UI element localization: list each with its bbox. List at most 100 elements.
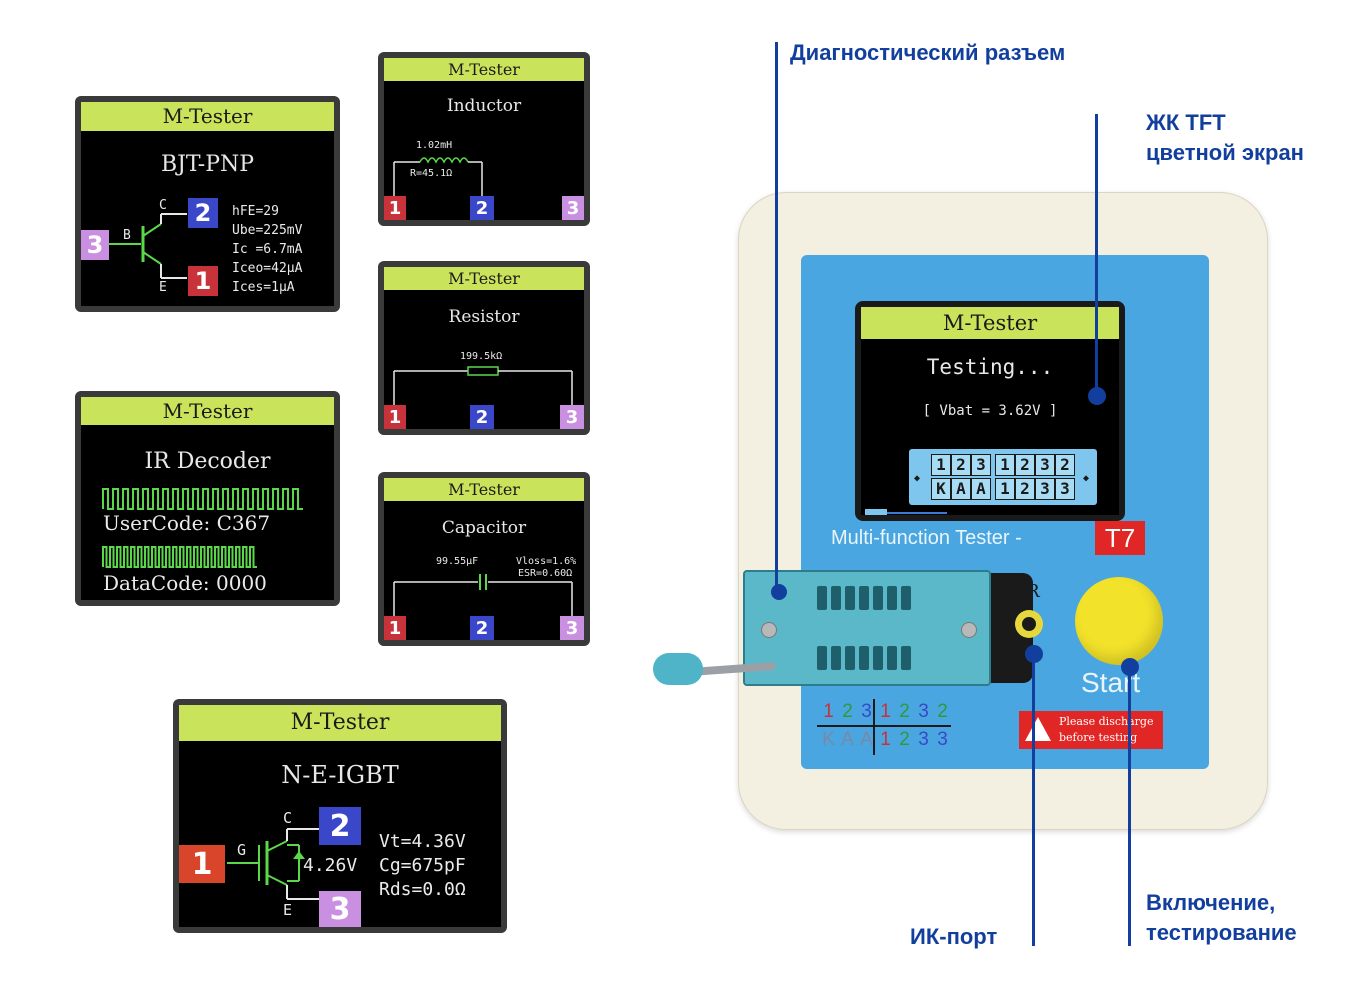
- warning-text: Please discharge: [1059, 715, 1154, 728]
- bjt-symbol: [109, 213, 187, 279]
- socket-pin-label: 3: [918, 701, 929, 722]
- igbt-value: Vt=4.36V: [379, 831, 466, 852]
- pin-cell: 3: [971, 454, 991, 476]
- socket-pin-label: A: [841, 729, 854, 750]
- bjt-lcd: M-Tester BJT-PNP 2 3 1 C B E hFE=29 Ube=…: [81, 102, 334, 306]
- pin-cell: 1: [995, 454, 1015, 476]
- callout-line: [775, 42, 778, 592]
- resistor-header: M-Tester: [384, 267, 584, 290]
- resistor-pin-2: 2: [470, 405, 494, 429]
- socket-pin-label: A: [860, 729, 873, 750]
- capacitor-pin-3: 3: [560, 616, 584, 640]
- igbt-value: Rds=0.0Ω: [379, 879, 466, 900]
- bjt-value: Ube=225mV: [232, 223, 303, 238]
- zif-contact: [845, 586, 855, 610]
- pin-cell: 1: [995, 478, 1015, 500]
- socket-legend-vline: [873, 699, 875, 755]
- zif-socket[interactable]: [743, 570, 991, 686]
- inductor-title: Inductor: [446, 96, 522, 116]
- ir-user-code: UserCode: C367: [103, 511, 271, 535]
- socket-pin-label: 3: [861, 701, 872, 722]
- bjt-screen: M-Tester BJT-PNP 2 3 1 C B E hFE=29 Ube=…: [75, 96, 340, 312]
- pin-cell: 3: [1055, 478, 1075, 500]
- pin-cell: A: [971, 478, 991, 500]
- annotation-ir-port: ИК-порт: [910, 924, 998, 949]
- bjt-value: Iceo=42µA: [232, 261, 303, 276]
- pin-cell: 3: [1035, 478, 1055, 500]
- device-lcd-header: M-Tester: [861, 307, 1119, 339]
- igbt-title: N-E-IGBT: [281, 761, 399, 789]
- annotation-power-line2: тестирование: [1146, 920, 1297, 945]
- callout-line: [1032, 652, 1035, 946]
- diag-connector-dot: [771, 584, 787, 600]
- socket-pin-label: 2: [842, 701, 853, 722]
- igbt-symbol: [227, 828, 319, 900]
- pin-cell: 2: [1015, 478, 1035, 500]
- socket-pin-label: 1: [880, 701, 891, 722]
- screw-icon: [761, 622, 777, 638]
- zif-contact: [831, 586, 841, 610]
- annotation-diag-connector: Диагностический разъем: [790, 40, 1066, 65]
- device-progress-bar: [865, 509, 887, 515]
- inductor-header: M-Tester: [384, 58, 584, 81]
- bjt-pin-2: 2: [188, 198, 218, 228]
- socket-pin-label: 3: [937, 729, 948, 750]
- resistor-pin-1: 1: [384, 405, 406, 429]
- bjt-title: BJT-PNP: [160, 152, 255, 177]
- resistor-lcd: M-Tester Resistor 199.5kΩ 1 2 3: [384, 267, 584, 429]
- zif-contact: [845, 646, 855, 670]
- ir-sensor-lens: [1022, 617, 1036, 631]
- bjt-value: hFE=29: [232, 204, 279, 219]
- socket-pin-label: 1: [823, 701, 834, 722]
- zif-contact: [901, 646, 911, 670]
- device-testing-text: Testing...: [926, 355, 1054, 379]
- warning-text: before testing: [1059, 731, 1138, 744]
- resistor-symbol: [393, 366, 573, 405]
- zif-contacts: [817, 586, 915, 610]
- bjt-pin-3: 3: [81, 230, 109, 260]
- socket-legend-hline: [817, 725, 951, 727]
- ir-lcd: M-Tester IR Decoder UserCode: C367 DataC…: [81, 397, 334, 600]
- igbt-gate-voltage: 4.26V: [303, 855, 358, 876]
- inductor-value: 1.02mH: [416, 140, 453, 151]
- zif-contact: [817, 646, 827, 670]
- annotation-power-line1: Включение,: [1146, 890, 1276, 915]
- annotation-lcd-line1: ЖК TFT: [1146, 110, 1226, 135]
- igbt-lead-c: C: [283, 809, 293, 827]
- zif-contact: [873, 646, 883, 670]
- bjt-pin-1: 1: [188, 266, 218, 296]
- start-button[interactable]: [1075, 577, 1163, 665]
- igbt-lead-g: G: [237, 841, 247, 859]
- capacitor-vloss: Vloss=1.6%: [516, 556, 577, 567]
- inductor-pin-3: 3: [562, 196, 584, 220]
- zif-contact: [859, 646, 869, 670]
- igbt-screen: M-Tester N-E-IGBT 1 2 3 C G E 4.26V Vt=4…: [173, 699, 507, 933]
- capacitor-pin-1: 1: [384, 616, 406, 640]
- annotation-lcd-line2: цветной экран: [1146, 140, 1304, 165]
- resistor-value: 199.5kΩ: [460, 351, 503, 362]
- capacitor-screen: M-Tester Capacitor 99.55µF Vloss=1.6% ES…: [378, 472, 590, 646]
- zif-contact: [817, 586, 827, 610]
- bjt-header: M-Tester: [81, 102, 334, 131]
- zif-contact: [887, 646, 897, 670]
- callout-line: [1128, 666, 1131, 946]
- resistor-screen: M-Tester Resistor 199.5kΩ 1 2 3: [378, 261, 590, 435]
- zif-contact: [901, 586, 911, 610]
- zif-contact: [831, 646, 841, 670]
- bjt-lead-b: B: [123, 228, 131, 243]
- device-model-badge: T7: [1095, 521, 1145, 555]
- bjt-value: Ic =6.7mA: [232, 242, 303, 257]
- zif-lever-knob[interactable]: [653, 653, 703, 685]
- zif-contact: [873, 586, 883, 610]
- inductor-resistance: R=45.1Ω: [410, 168, 453, 179]
- socket-pin-label: K: [822, 729, 835, 750]
- capacitor-symbol: [393, 574, 573, 616]
- capacitor-esr: ESR=0.60Ω: [518, 568, 573, 579]
- ir-screen: M-Tester IR Decoder UserCode: C367 DataC…: [75, 391, 340, 606]
- device-model-label: Multi-function Tester -: [831, 527, 1022, 549]
